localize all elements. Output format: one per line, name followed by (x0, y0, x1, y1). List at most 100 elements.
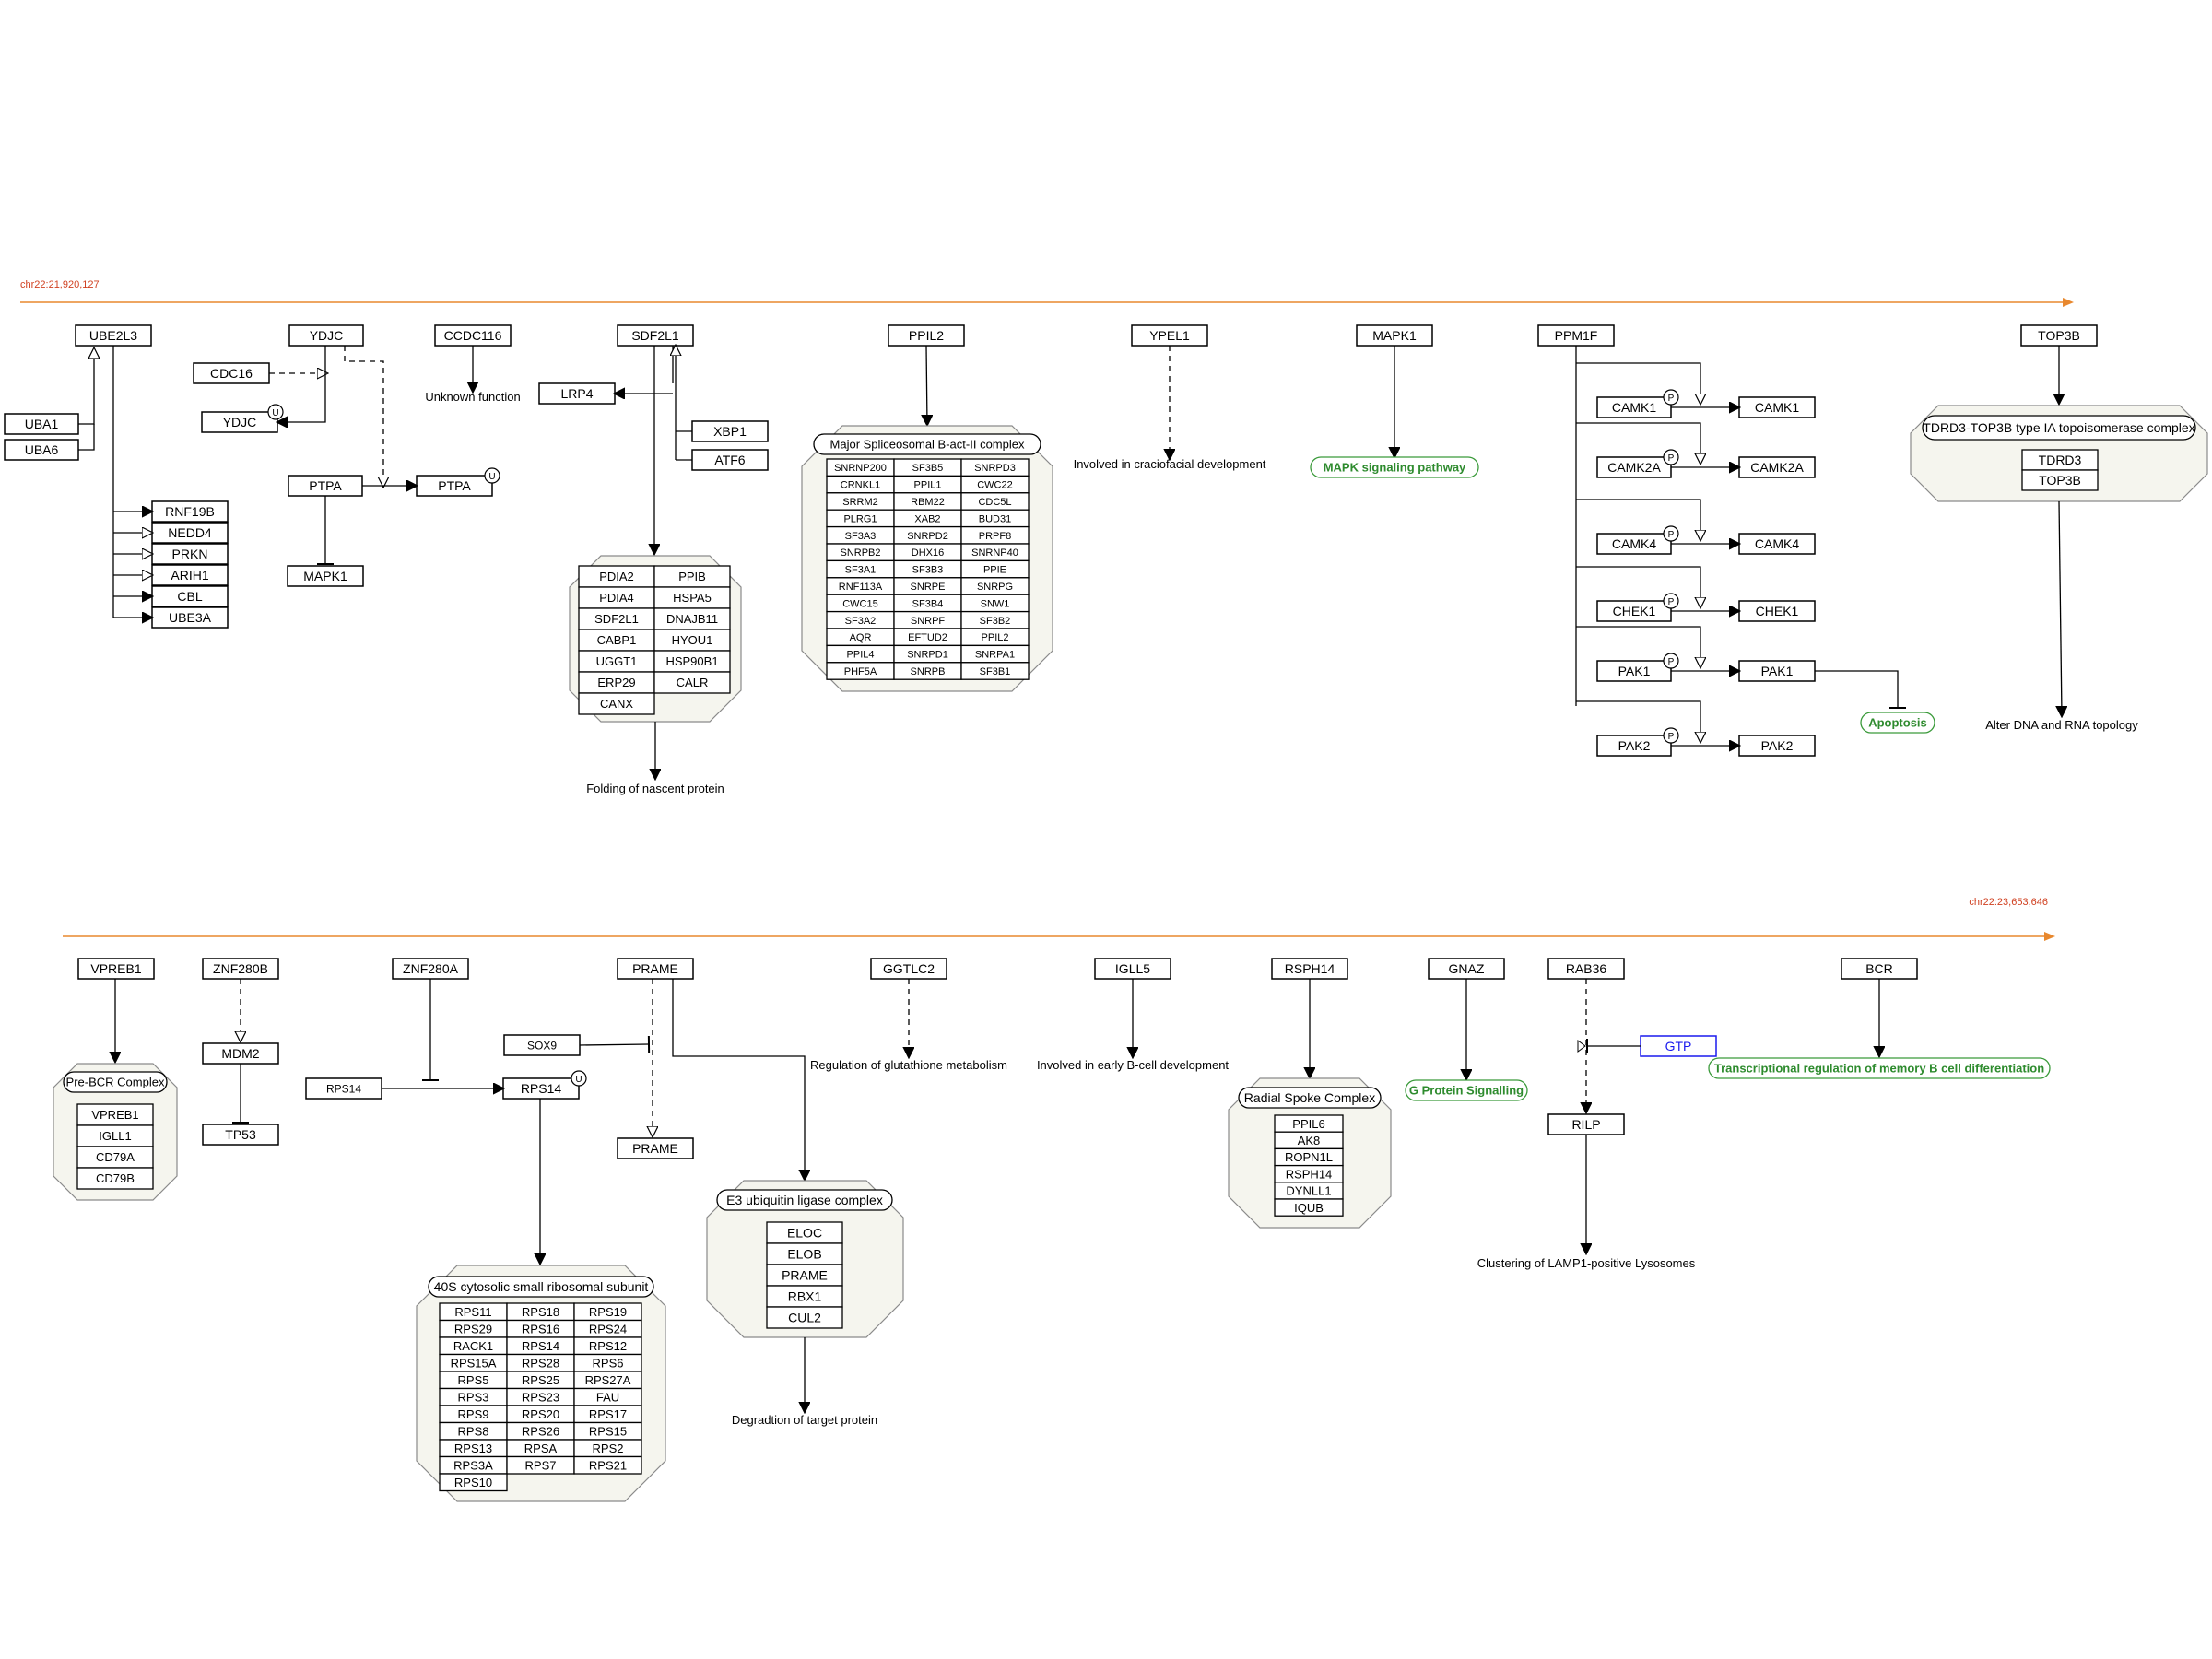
complex-member[interactable]: RPS3 (458, 1390, 489, 1404)
complex-member[interactable]: SNRPB2 (840, 547, 880, 559)
gene-top3b[interactable]: TOP3B (2020, 324, 2098, 347)
gene-xbp1[interactable]: XBP1 (691, 420, 769, 442)
gene-gtp[interactable]: GTP (1640, 1035, 1717, 1057)
gene-uba6[interactable]: UBA6 (4, 439, 79, 461)
gene-rps14[interactable]: RPS14 (305, 1077, 382, 1100)
complex-member[interactable]: CWC15 (842, 598, 878, 609)
gene-sox9[interactable]: SOX9 (503, 1034, 581, 1056)
complex-member[interactable]: PPIB (678, 570, 706, 583)
complex-member[interactable]: PPIL4 (847, 650, 875, 661)
gene-lrp4[interactable]: LRP4 (538, 382, 616, 405)
complex-member[interactable]: PDIA2 (599, 570, 634, 583)
complex-member[interactable]: RPSA (524, 1441, 558, 1455)
gene-prame[interactable]: PRAME (617, 958, 694, 980)
complex-member[interactable]: RPS20 (522, 1407, 559, 1421)
gene-ube3a[interactable]: UBE3A (151, 606, 229, 629)
complex-member[interactable]: SF3B5 (912, 463, 944, 474)
complex-member[interactable]: SNRPA1 (975, 650, 1015, 661)
complex-member[interactable]: SNRPF (911, 616, 946, 627)
complex-member[interactable]: SF3A3 (845, 531, 877, 542)
complex-member[interactable]: TDRD3 (2039, 453, 2082, 467)
complex-member[interactable]: HSP90B1 (665, 654, 718, 668)
complex-member[interactable]: CANX (600, 697, 633, 711)
complex-member[interactable]: RPS28 (522, 1356, 559, 1370)
complex-member[interactable]: SRRM2 (842, 497, 878, 508)
gene-ppm1f[interactable]: PPM1F (1537, 324, 1615, 347)
gene-znf280a[interactable]: ZNF280A (392, 958, 469, 980)
complex-member[interactable]: RPS15A (451, 1356, 497, 1370)
complex-member[interactable]: RPS14 (522, 1339, 559, 1353)
complex-member[interactable]: PRAME (782, 1268, 828, 1283)
complex-member[interactable]: RNF113A (839, 582, 883, 593)
complex-member[interactable]: RPS26 (522, 1424, 559, 1438)
complex-member[interactable]: RPS25 (522, 1373, 559, 1387)
pathway-apoptosis[interactable] (1860, 712, 1936, 734)
gene-gnaz[interactable]: GNAZ (1428, 958, 1505, 980)
pathway-transcriptional-regulation-of-memory-b-cell-differentiation[interactable] (1708, 1057, 2051, 1079)
complex-member[interactable]: ELOC (787, 1226, 822, 1241)
gene-arih1[interactable]: ARIH1 (151, 564, 229, 586)
gene-mapk1[interactable]: MAPK1 (1356, 324, 1433, 347)
gene-cdc16[interactable]: CDC16 (193, 362, 270, 384)
complex-member[interactable]: ELOB (787, 1247, 821, 1262)
gene-camk4[interactable]: CAMK4 (1596, 533, 1672, 555)
complex-member[interactable]: AQR (850, 632, 872, 643)
complex-member[interactable]: SNRPB (911, 666, 946, 677)
gene-nedd4[interactable]: NEDD4 (151, 522, 229, 544)
complex-member[interactable]: CD79A (96, 1150, 135, 1164)
gene-znf280b[interactable]: ZNF280B (202, 958, 279, 980)
gene-ube2l3[interactable]: UBE2L3 (75, 324, 152, 347)
gene-atf6[interactable]: ATF6 (691, 449, 769, 471)
complex-member[interactable]: RPS13 (454, 1441, 492, 1455)
gene-chek1[interactable]: CHEK1 (1596, 600, 1672, 622)
complex-member[interactable]: SNRPE (911, 582, 946, 593)
complex-member[interactable]: CALR (677, 676, 709, 689)
gene-pak1[interactable]: PAK1 (1596, 660, 1672, 682)
gene-ydjc[interactable]: YDJC (288, 324, 364, 347)
complex-member[interactable]: EFTUD2 (908, 632, 947, 643)
gene-ptpa[interactable]: PTPA (288, 475, 363, 497)
gene-camk2a[interactable]: CAMK2A (1596, 456, 1672, 478)
gene-bcr[interactable]: BCR (1841, 958, 1918, 980)
complex-member[interactable]: SNRNP40 (971, 547, 1018, 559)
complex-member[interactable]: RPS24 (589, 1322, 627, 1335)
complex-member[interactable]: SNRPD3 (974, 463, 1016, 474)
gene-uba1[interactable]: UBA1 (4, 413, 79, 435)
complex-member[interactable]: RPS2 (593, 1441, 624, 1455)
gene-ccdc116[interactable]: CCDC116 (434, 324, 512, 347)
complex-member[interactable]: RPS5 (458, 1373, 489, 1387)
complex-member[interactable]: TOP3B (2039, 473, 2081, 488)
complex-member[interactable]: SNRPG (977, 582, 1013, 593)
complex-member[interactable]: RPS19 (589, 1305, 627, 1319)
complex-member[interactable]: RPS23 (522, 1390, 559, 1404)
gene-vpreb1[interactable]: VPREB1 (77, 958, 155, 980)
complex-member[interactable]: SF3A1 (845, 565, 877, 576)
gene-cbl[interactable]: CBL (151, 585, 229, 607)
complex-member[interactable]: XAB2 (914, 513, 940, 524)
gene-ydjc[interactable]: YDJC (201, 411, 278, 433)
gene-camk1[interactable]: CAMK1 (1596, 396, 1672, 418)
complex-member[interactable]: DNAJB11 (666, 612, 718, 626)
gene-rilp[interactable]: RILP (1547, 1113, 1625, 1135)
complex-member[interactable]: CD79B (96, 1171, 135, 1185)
complex-member[interactable]: PPIE (983, 565, 1006, 576)
complex-member[interactable]: SNW1 (981, 598, 1010, 609)
complex-member[interactable]: RPS17 (589, 1407, 627, 1421)
complex-member[interactable]: RPS21 (589, 1458, 627, 1472)
complex-member[interactable]: RPS27A (585, 1373, 631, 1387)
gene-camk1[interactable]: CAMK1 (1738, 396, 1816, 418)
complex-member[interactable]: DHX16 (912, 547, 944, 559)
gene-chek1[interactable]: CHEK1 (1738, 600, 1816, 622)
complex-member[interactable]: SNRPD2 (907, 531, 948, 542)
complex-member[interactable]: RBM22 (911, 497, 945, 508)
gene-ypel1[interactable]: YPEL1 (1131, 324, 1208, 347)
pathway-g-protein-signalling[interactable] (1405, 1079, 1528, 1101)
complex-member[interactable]: CABP1 (597, 633, 637, 647)
complex-member[interactable]: SF3B2 (980, 616, 1011, 627)
complex-member[interactable]: PHF5A (844, 666, 877, 677)
complex-member[interactable]: CRNKL1 (841, 480, 880, 491)
complex-member[interactable]: IQUB (1294, 1201, 1324, 1215)
complex-member[interactable]: RPS9 (458, 1407, 489, 1421)
complex-member[interactable]: SF3B1 (980, 666, 1011, 677)
complex-member[interactable]: FAU (596, 1390, 619, 1404)
